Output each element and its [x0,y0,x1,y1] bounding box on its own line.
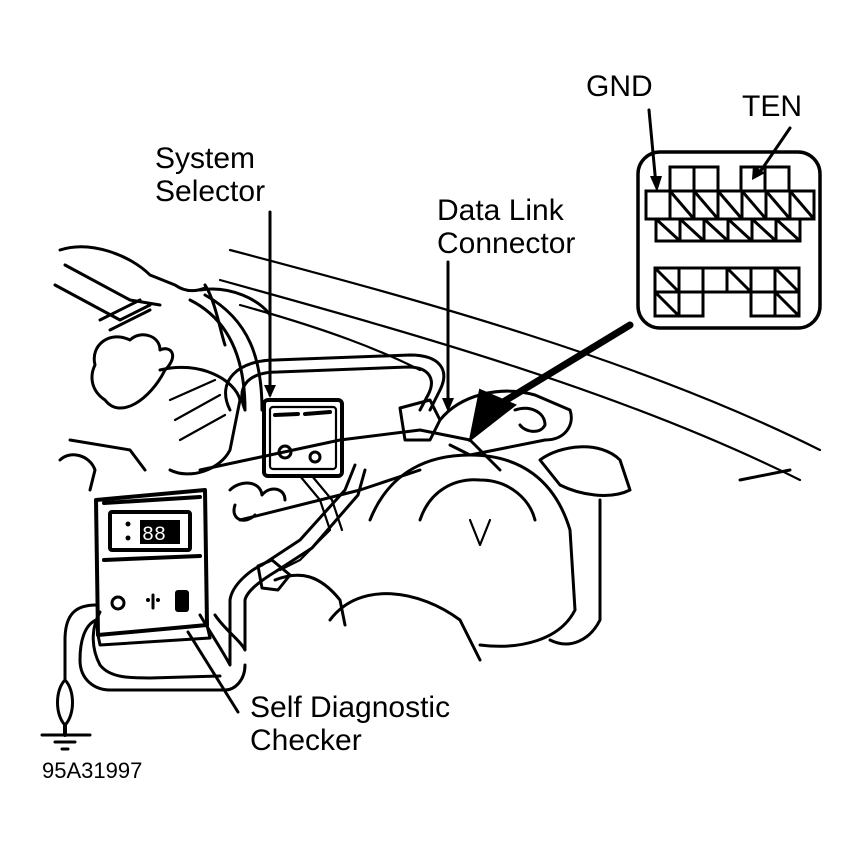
self-diagnostic-checker-label-line1: Self Diagnostic [250,691,451,724]
connector-row-1 [644,189,816,221]
leader-lines [186,210,454,714]
data-link-connector-label-line1: Data Link [437,194,564,227]
gnd-arrowhead [650,176,662,192]
engine-block [198,428,792,662]
checker-leader [186,630,240,714]
system-selector-device [262,398,344,572]
system-selector-label-line2: Selector [155,175,266,208]
ten-arrowhead [752,165,765,180]
intake-assembly [53,245,272,492]
data-link-connector-label: Data Link Connector [437,194,575,260]
gnd-label: GND [586,70,653,103]
checker-cables [63,463,367,692]
connector-pin [677,290,705,318]
pin-diagonal [678,217,706,243]
pin-diagonal [668,190,696,220]
ground-clip [40,678,92,751]
connector-pin [701,266,729,294]
self-diagnostic-checker-label-line2: Checker [250,724,362,757]
pin-diagonal [740,190,768,220]
pin-diagonal [702,217,730,243]
pin-diagonal [692,190,720,220]
pin-diagonal [654,217,682,243]
data-link-connector-label-line2: Connector [437,227,576,260]
pin-diagonal [653,266,681,294]
self-diagnostic-checker-label: Self Diagnostic Checker [250,691,450,757]
ten-label: TEN [742,90,802,123]
pin-diagonal [750,217,778,243]
system-selector-label: System Selector [155,142,265,208]
ten-leader [758,126,792,174]
pin-diagonal [773,266,801,294]
connector-row-3 [653,266,801,294]
connector-pin [749,266,777,294]
pin-diagonal [725,266,753,294]
data-link-connector-part [398,389,573,457]
pin-diagonal [774,217,802,243]
self-diagnostic-checker-device: 88 [94,488,212,647]
connector-pin [749,290,777,318]
pin-diagonal [773,290,801,318]
figure-reference-code: 95A31997 [42,758,143,783]
pin-diagonal [726,217,754,243]
pin-diagonal [788,190,816,220]
pin-diagonal [764,190,792,220]
system-selector-label-line1: System [155,142,256,175]
connector-row-2 [654,217,802,243]
connector-inset [636,108,822,330]
pin-diagonal [653,290,681,318]
harness-loop [224,353,446,412]
arrow-to-connector [468,321,634,443]
connector-pin [644,189,672,221]
svg-text:88: 88 [142,524,166,547]
connector-pin [677,266,705,294]
connector-row-4 [653,290,801,318]
pin-diagonal [716,190,744,220]
gnd-leader [647,108,658,187]
